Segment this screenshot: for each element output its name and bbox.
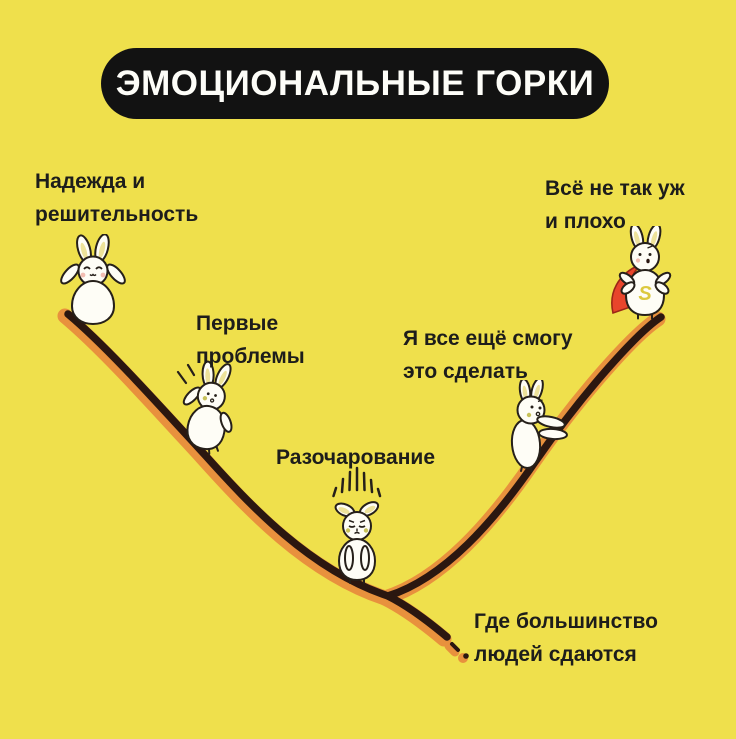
mouth — [89, 273, 97, 277]
arm — [60, 263, 80, 285]
arm — [620, 281, 636, 295]
chest-letter: S — [638, 283, 652, 305]
rabbit-slipping-icon — [176, 360, 233, 455]
label-still-can: Я все ещё смогу это сделать — [403, 322, 573, 388]
arm — [654, 281, 670, 295]
mouth — [209, 398, 215, 403]
give-up-dash — [450, 642, 460, 652]
sad-brows — [348, 519, 366, 524]
label-line: Надежда и — [35, 170, 146, 193]
arm — [360, 545, 370, 571]
rabbit-sad-icon — [332, 466, 382, 584]
label-line: это сделать — [403, 360, 528, 383]
label-line: проблемы — [196, 345, 305, 368]
head — [516, 395, 546, 425]
rabbit-climbing-icon — [510, 380, 568, 472]
sad-eyes — [348, 525, 366, 528]
body — [70, 279, 116, 326]
rabbit-hope-icon — [60, 234, 126, 326]
head — [630, 242, 660, 272]
label-line: Я все ещё смогу — [403, 327, 573, 350]
give-up-branch — [384, 592, 451, 641]
mouth — [354, 528, 360, 535]
page-title: ЭМОЦИОНАЛЬНЫЕ ГОРКИ — [115, 63, 595, 103]
mouth — [535, 411, 541, 417]
label-hope: Надежда и решительность — [35, 165, 198, 231]
curve-line — [64, 310, 665, 659]
feet — [349, 579, 365, 584]
brow — [647, 245, 653, 249]
feet — [637, 314, 653, 320]
label-line: Всё не так уж — [545, 177, 685, 200]
label-give-up: Где большинство людей сдаются — [474, 605, 658, 671]
label-line: Первые — [196, 312, 279, 335]
arm — [536, 415, 566, 429]
label-disappointment: Разочарование — [276, 441, 435, 474]
stress-lines — [332, 466, 382, 498]
head — [342, 511, 372, 541]
arm — [106, 263, 126, 285]
label-first-problems: Первые проблемы — [196, 307, 305, 373]
label-not-so-bad: Всё не так уж и плохо — [545, 172, 685, 238]
mouth — [646, 258, 650, 264]
happy-eyes — [83, 266, 103, 270]
give-up-dot — [463, 653, 469, 659]
speed-lines — [176, 363, 196, 385]
label-line: Разочарование — [276, 446, 435, 469]
feet — [208, 446, 219, 455]
label-line: решительность — [35, 203, 199, 226]
label-line: Где большинство — [474, 610, 658, 633]
rabbit-hero-icon: S — [611, 226, 672, 320]
feet — [520, 466, 533, 472]
arm — [538, 427, 568, 441]
label-line: людей сдаются — [474, 643, 637, 666]
body — [510, 419, 542, 469]
label-line: и плохо — [545, 210, 626, 233]
arm — [344, 545, 354, 571]
arm — [219, 411, 233, 433]
body — [186, 404, 226, 451]
brow — [537, 399, 543, 403]
title-pill: ЭМОЦИОНАЛЬНЫЕ ГОРКИ — [101, 48, 609, 119]
